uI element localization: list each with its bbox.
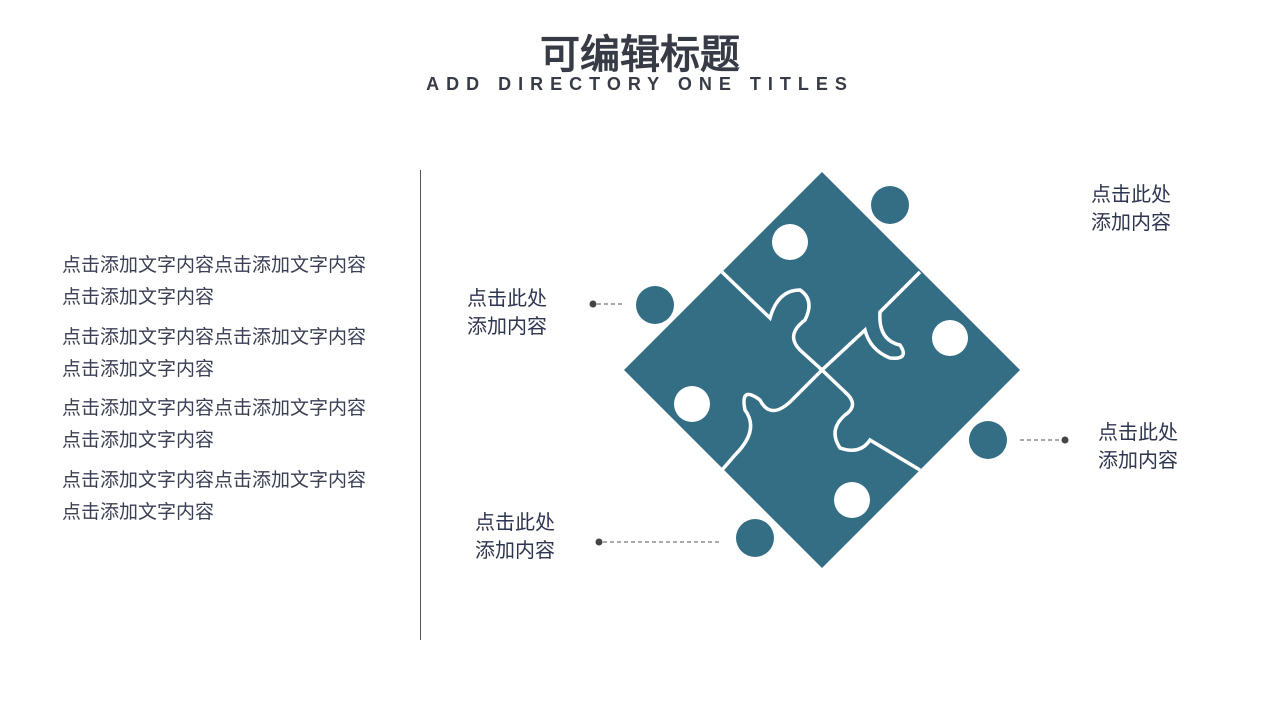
- callout-right: 点击此处 添加内容: [1098, 418, 1178, 474]
- callout-top-right: 点击此处 添加内容: [1091, 180, 1171, 236]
- callout-bottom: 点击此处 添加内容: [475, 508, 555, 564]
- body-paragraph: 点击添加文字内容点击添加文字内容点击添加文字内容: [62, 254, 367, 308]
- divider: [420, 170, 421, 640]
- callout-title: 点击此处: [475, 510, 555, 534]
- callout-left: 点击此处 添加内容: [467, 284, 547, 340]
- callout-title: 点击此处: [1091, 182, 1171, 206]
- slide-subtitle: ADD DIRECTORY ONE TITLES: [426, 74, 854, 94]
- callout-text: 添加内容: [467, 314, 547, 338]
- slide-title: 可编辑标题: [540, 32, 740, 78]
- body-paragraph: 点击添加文字内容点击添加文字内容点击添加文字内容: [62, 326, 367, 380]
- callout-text: 添加内容: [475, 538, 555, 562]
- callout-text: 添加内容: [1098, 448, 1178, 472]
- body-paragraph: 点击添加文字内容点击添加文字内容点击添加文字内容: [62, 469, 367, 523]
- callout-title: 点击此处: [467, 286, 547, 310]
- callout-text: 添加内容: [1091, 210, 1171, 234]
- callout-title: 点击此处: [1098, 420, 1178, 444]
- body-paragraph: 点击添加文字内容点击添加文字内容点击添加文字内容: [62, 397, 367, 451]
